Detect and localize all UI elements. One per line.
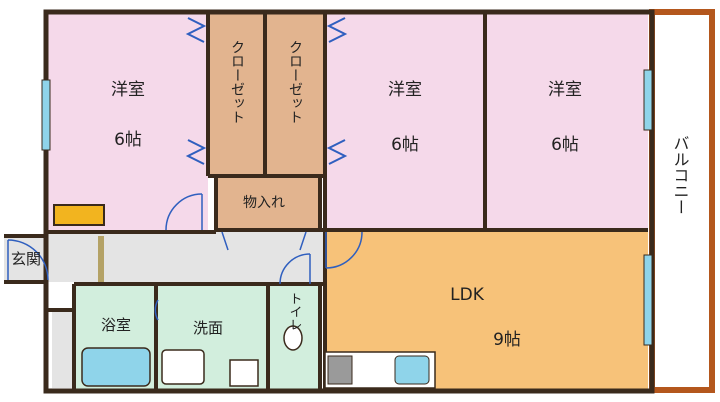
washroom-label: 洗面 xyxy=(193,319,223,337)
bath-label: 浴室 xyxy=(101,316,131,334)
western-room-1-size: 6帖 xyxy=(114,130,142,150)
balcony-label: バルコニー xyxy=(671,135,690,215)
hallway-floor xyxy=(48,232,325,282)
western-room-3-size: 6帖 xyxy=(551,135,579,155)
western-room-1-floor xyxy=(48,14,208,232)
pipe-space xyxy=(52,310,74,388)
western-room-3-name: 洋室 xyxy=(548,80,582,100)
toilet-label: トイレ xyxy=(287,292,302,331)
closet-1-label: クローゼット xyxy=(229,40,245,124)
washing-machine-icon xyxy=(229,359,259,387)
bathtub-icon xyxy=(81,347,151,387)
western-room-3-floor xyxy=(485,14,648,232)
western-room-2-size: 6帖 xyxy=(391,135,419,155)
kitchen-sink-icon xyxy=(394,355,430,385)
ldk-name: LDK xyxy=(450,285,485,305)
entrance-label: 玄関 xyxy=(11,250,41,268)
closet-doors xyxy=(185,17,348,165)
entrance-step xyxy=(98,236,104,282)
western-room-2-floor xyxy=(325,14,485,232)
stove-icon xyxy=(327,355,353,385)
storage-label: 物入れ xyxy=(243,195,285,211)
toilet-icon xyxy=(283,325,303,351)
storage-floor xyxy=(216,176,320,230)
closet-2-floor xyxy=(265,14,325,176)
exterior-wall xyxy=(43,9,655,394)
interior-walls xyxy=(4,14,648,390)
western-room-1-name: 洋室 xyxy=(111,80,145,100)
ldk-size: 9帖 xyxy=(493,330,521,350)
washbasin-icon xyxy=(161,349,205,385)
shoe-box xyxy=(53,204,105,226)
western-room-2-name: 洋室 xyxy=(388,80,422,100)
door-swings xyxy=(7,193,363,321)
closet-1-floor xyxy=(208,14,265,176)
windows xyxy=(41,69,653,346)
closet-2-label: クローゼット xyxy=(287,40,303,124)
